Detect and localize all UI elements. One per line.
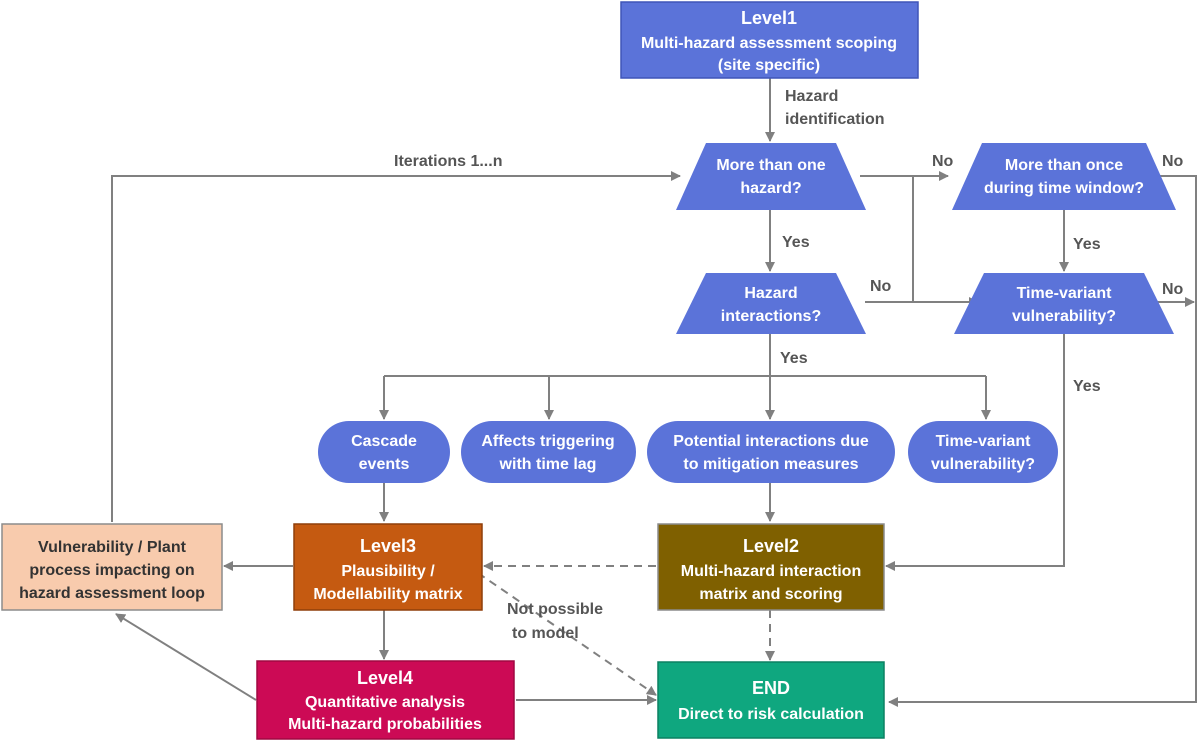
label-yes-3: Yes [780, 350, 808, 367]
label-no-4: No [1162, 281, 1184, 298]
pill-potential-interactions: Potential interactions due to mitigation… [647, 421, 895, 483]
end-line1: Direct to risk calculation [678, 706, 864, 723]
vulnerability-loop-line2: process impacting on [29, 562, 194, 579]
label-yes-1: Yes [782, 234, 810, 251]
decision-more-than-once-line1: More than once [1005, 157, 1123, 174]
arrow-not-possible-to-end [477, 572, 657, 696]
pill-potential-interactions-line1: Potential interactions due [673, 433, 869, 450]
label-no-2: No [1162, 153, 1184, 170]
pill-cascade-events-line1: Cascade [351, 433, 417, 450]
decision-time-variant: Time-variant vulnerability? [954, 273, 1174, 334]
level2-box: Level2 Multi-hazard interaction matrix a… [657, 523, 885, 611]
arrow-no-to-end [888, 175, 1197, 707]
label-not-possible: Not possible [507, 601, 603, 618]
pill-cascade-events: Cascade events [318, 421, 450, 483]
vulnerability-loop-line3: hazard assessment loop [19, 585, 205, 602]
label-to-model: to model [512, 625, 579, 642]
pill-time-variant: Time-variant vulnerability? [908, 421, 1058, 483]
level2-line2: matrix and scoring [699, 586, 842, 603]
label-yes-4: Yes [1073, 378, 1101, 395]
level1-line1: Multi-hazard assessment scoping [641, 35, 897, 52]
vulnerability-loop-line1: Vulnerability / Plant [38, 539, 187, 556]
pill-potential-interactions-line2: to mitigation measures [683, 456, 858, 473]
label-hazard-identification: Hazard [785, 88, 838, 105]
level3-line1: Plausibility / [341, 563, 435, 580]
decision-hazard-interactions-line1: Hazard [744, 285, 797, 302]
decision-more-than-one-hazard: More than one hazard? [676, 143, 866, 210]
level3-line2: Modellability matrix [313, 586, 462, 603]
level4-title: Level4 [357, 668, 413, 688]
level2-title: Level2 [743, 536, 799, 556]
level4-line2: Multi-hazard probabilities [288, 716, 482, 733]
decision-more-than-one-hazard-line2: hazard? [740, 180, 801, 197]
level3-box: Level3 Plausibility / Modellability matr… [293, 523, 483, 611]
label-no-3: No [870, 278, 892, 295]
pill-time-variant-line1: Time-variant [936, 433, 1032, 450]
arrow-yes-time-variant-to-level2 [885, 333, 1065, 571]
decision-hazard-interactions-line2: interactions? [721, 308, 821, 325]
level4-line1: Quantitative analysis [305, 694, 465, 711]
pill-cascade-events-line2: events [359, 456, 410, 473]
level1-title: Level1 [741, 8, 797, 28]
vulnerability-loop-box: Vulnerability / Plant process impacting … [1, 523, 223, 611]
label-yes-2: Yes [1073, 236, 1101, 253]
end-title: END [752, 678, 790, 698]
level2-line1: Multi-hazard interaction [681, 563, 861, 580]
decision-time-variant-line2: vulnerability? [1012, 308, 1116, 325]
pill-time-variant-line2: vulnerability? [931, 456, 1035, 473]
level1-line2: (site specific) [718, 57, 820, 74]
decision-more-than-once-line2: during time window? [984, 180, 1144, 197]
pill-affects-triggering-line2: with time lag [499, 456, 597, 473]
label-iterations: Iterations 1...n [394, 153, 502, 170]
decision-time-variant-line1: Time-variant [1017, 285, 1113, 302]
level4-box: Level4 Quantitative analysis Multi-hazar… [256, 660, 515, 740]
level3-title: Level3 [360, 536, 416, 556]
arrow-level4-to-loop [115, 613, 257, 701]
decision-more-than-once: More than once during time window? [952, 143, 1176, 210]
pill-affects-triggering-line1: Affects triggering [481, 433, 614, 450]
edge-labels: Hazard identification Iterations 1...n N… [394, 88, 1184, 642]
connectors [111, 78, 1197, 707]
end-box: END Direct to risk calculation [657, 661, 885, 739]
level1-box: Level1 Multi-hazard assessment scoping (… [620, 1, 919, 79]
pill-affects-triggering: Affects triggering with time lag [461, 421, 636, 483]
decision-more-than-one-hazard-line1: More than one [716, 157, 825, 174]
arrow-iterations [111, 171, 681, 522]
decision-hazard-interactions: Hazard interactions? [676, 273, 866, 334]
label-hazard-identification-2: identification [785, 111, 885, 128]
label-no-1: No [932, 153, 954, 170]
